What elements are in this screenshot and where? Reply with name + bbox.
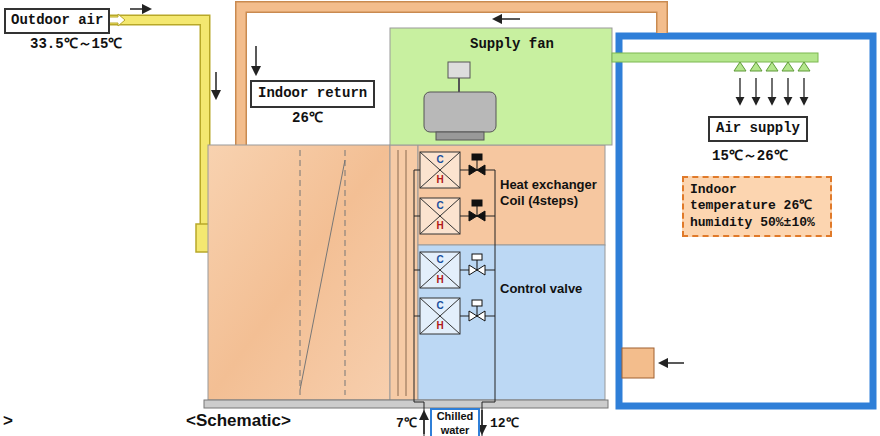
caption-label: <Schematic> [186, 411, 291, 431]
return-duct-edge [241, 7, 662, 145]
coil-box [420, 298, 460, 334]
node-text: Indoor temperature 26℃ humidity 50%±10% [690, 182, 824, 231]
coil-step [414, 198, 495, 234]
fan-shaft [458, 78, 460, 92]
coil-letter: C [420, 154, 460, 166]
coil-section [418, 145, 605, 245]
coil-inlet [414, 270, 420, 271]
condition-box: Indoor temperature 26℃ humidity 50%±10% [682, 176, 832, 237]
coil-inlet [414, 316, 420, 317]
room-outline [619, 36, 873, 406]
node-text: Supply fan [470, 36, 608, 54]
flow-arrow [660, 362, 684, 364]
valve-actuator [472, 200, 482, 206]
base-plinth [204, 400, 608, 408]
temperature-range: 15℃～26℃ [712, 148, 788, 165]
coil-step [414, 298, 495, 334]
node-text: Chilled water [434, 410, 476, 436]
fan-motor [448, 62, 470, 78]
node-text: Indoor return [258, 85, 367, 103]
flow-arrow [755, 78, 756, 104]
coil-step [414, 152, 495, 188]
coil-letter: C [420, 200, 460, 212]
coil-letter: C [420, 300, 460, 312]
filter-line [345, 150, 346, 395]
valve-stem [477, 260, 478, 270]
flow-arrow [771, 78, 772, 104]
coil-cross [420, 252, 460, 288]
filter-line [300, 160, 345, 390]
diffuser [734, 62, 746, 71]
header-pipe [398, 150, 399, 396]
node-text: Heat exchanger Coil (4steps) [500, 177, 602, 210]
temperature-value: 7℃ [396, 416, 417, 432]
flow-arrow [423, 412, 425, 434]
flow-arrow [494, 18, 520, 20]
coil-box [420, 152, 460, 188]
valve-actuator [472, 300, 482, 306]
outdoor-duct-edge [100, 20, 214, 238]
diffuser [798, 62, 810, 71]
label-box: Outdoor air [4, 8, 110, 34]
valve-stem [477, 306, 478, 316]
coil-box [420, 198, 460, 234]
valve-stem [477, 206, 478, 216]
node-text: Air supply [716, 120, 800, 138]
filter-line [300, 150, 301, 395]
mixing-box [208, 145, 390, 400]
diffuser [782, 62, 794, 71]
coil-letter: H [420, 174, 460, 186]
label-box: Indoor return [250, 80, 375, 108]
return-grille [622, 348, 654, 378]
coil-cross [420, 152, 460, 188]
caption-fragment: > [3, 411, 13, 431]
coil-letter: C [420, 254, 460, 266]
node-text: Outdoor air [11, 12, 103, 30]
header-pipe [406, 150, 407, 396]
diffuser [750, 62, 762, 71]
fan-housing [424, 92, 496, 132]
coil-letter: H [420, 320, 460, 332]
coil-label-area: Heat exchanger Coil (4steps) [418, 145, 605, 245]
diffuser [766, 62, 778, 71]
fan-base [436, 132, 484, 140]
supply-duct [612, 53, 818, 62]
outdoor-duct [100, 20, 214, 238]
label-box: Chilled water [430, 408, 480, 436]
flow-arrow [481, 410, 483, 433]
coil-cross [420, 198, 460, 234]
coil-inlet [414, 170, 420, 171]
flow-arrow [787, 78, 788, 104]
temperature-range: 33.5℃～15℃ [30, 36, 122, 53]
coil-inlet [414, 216, 420, 217]
flow-arrow [739, 78, 740, 104]
return-duct [241, 7, 662, 145]
valve-section [418, 245, 605, 400]
flow-arrow [215, 72, 217, 98]
flow-arrow [255, 46, 257, 74]
valve-actuator [472, 254, 482, 260]
coil-letter: H [420, 220, 460, 232]
return-pipe [482, 170, 495, 436]
coil-step [414, 252, 495, 288]
flow-arrow [108, 14, 125, 26]
coil-box [420, 252, 460, 288]
label-box: Air supply [708, 116, 808, 142]
flow-arrow [130, 8, 150, 10]
temperature-value: 12℃ [490, 416, 519, 432]
flow-arrow [803, 78, 804, 104]
fan-section [390, 28, 612, 145]
valve-label-area: Control valve [418, 245, 605, 400]
valve-stem [477, 160, 478, 170]
coil-letter: H [420, 274, 460, 286]
temperature-value: 26℃ [292, 110, 323, 127]
valve-actuator [472, 154, 482, 160]
coil-cross [420, 298, 460, 334]
node-text: Control valve [500, 281, 602, 297]
fan-label-area: Supply fan [390, 28, 612, 58]
